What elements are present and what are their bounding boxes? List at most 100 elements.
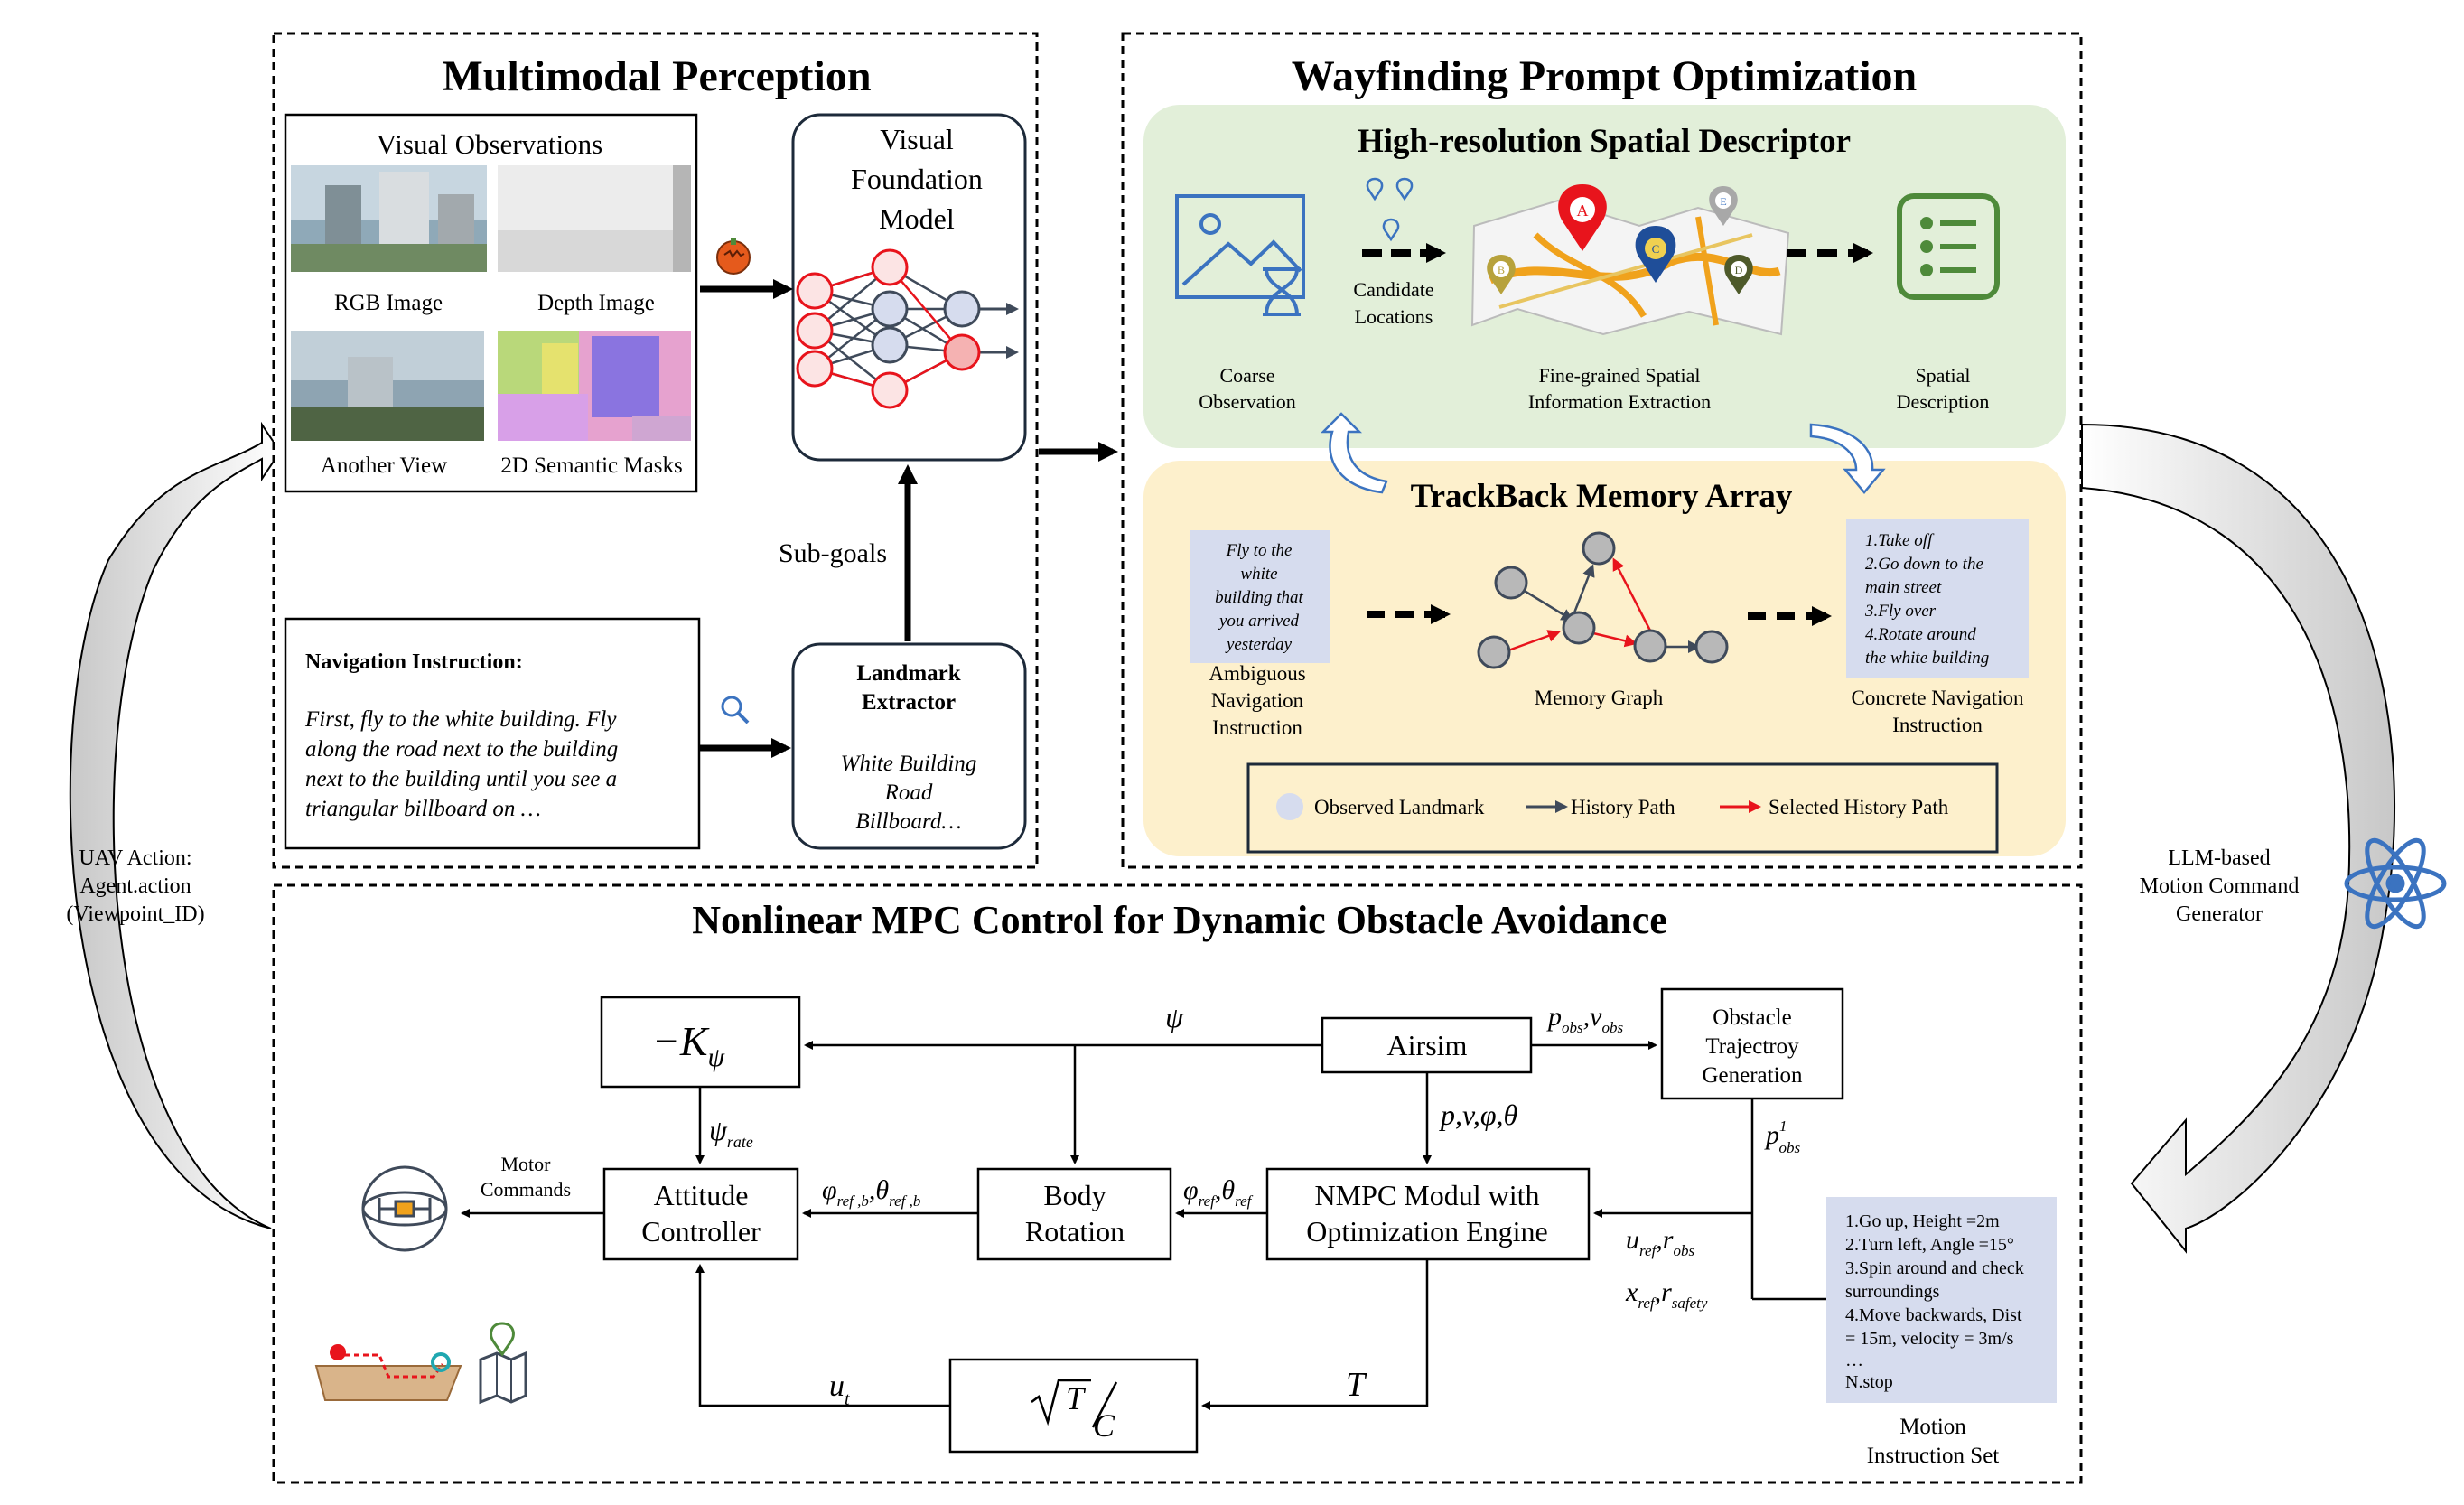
candidate-label-2: Locations bbox=[1355, 305, 1433, 328]
motion-set-label: Instruction Set bbox=[1867, 1444, 2000, 1468]
pumpkin-icon bbox=[716, 238, 751, 275]
rgb-label: RGB Image bbox=[334, 291, 443, 315]
motion-set-line: 1.Go up, Height =2m bbox=[1845, 1211, 2000, 1231]
motor-commands-label: Motor bbox=[501, 1153, 552, 1175]
route-map-icon bbox=[314, 1344, 462, 1401]
tbm-to-hrsd-curved-arrow bbox=[1320, 412, 1388, 494]
subgoals-label: Sub-goals bbox=[779, 538, 887, 568]
ambiguous-text-line: you arrived bbox=[1218, 612, 1300, 631]
motion-set-line: 3.Spin around and check bbox=[1845, 1258, 2024, 1278]
concrete-text-line: 4.Rotate around bbox=[1865, 625, 1976, 644]
wayfinding-title: Wayfinding Prompt Optimization bbox=[1292, 52, 1918, 100]
pin-a-label: A bbox=[1577, 201, 1589, 220]
legend-landmark-swatch bbox=[1276, 793, 1303, 820]
attitude-label: Attitude bbox=[654, 1179, 749, 1211]
legend-box bbox=[1246, 762, 1999, 854]
perception-title: Multimodal Perception bbox=[442, 52, 871, 100]
motion-set-label: Motion bbox=[1899, 1415, 1966, 1439]
llm-generator-label: Motion Command bbox=[2140, 874, 2300, 898]
spatial-description-icon bbox=[1897, 193, 2000, 300]
landmark-title-2: Extractor bbox=[862, 690, 956, 715]
obstacle-block bbox=[1660, 987, 1844, 1100]
atom-icon bbox=[2344, 837, 2447, 930]
motion-set-line: 4.Move backwards, Dist bbox=[1845, 1305, 2022, 1325]
neural-network-icon bbox=[796, 248, 1019, 409]
landmark-item: Road bbox=[884, 781, 933, 805]
sqrt-numerator: T bbox=[1066, 1380, 1087, 1416]
vfm-label-2: Foundation bbox=[851, 163, 983, 195]
landmark-title-1: Landmark bbox=[856, 661, 960, 686]
motion-set-line: 2.Turn left, Angle =15° bbox=[1845, 1235, 2014, 1255]
obstacle-label: Generation bbox=[1702, 1063, 1803, 1088]
legend-history-label: History Path bbox=[1571, 796, 1675, 818]
concrete-label: Instruction bbox=[1892, 714, 1983, 736]
sqrt-denominator: C bbox=[1093, 1407, 1115, 1444]
u-t-label: ut bbox=[829, 1369, 850, 1409]
tbm-panel bbox=[1143, 461, 2066, 856]
semantic-mask-image bbox=[498, 331, 691, 441]
another-view-label: Another View bbox=[321, 453, 447, 478]
coarse-label-1: Coarse bbox=[1219, 364, 1274, 387]
ambiguous-label: Navigation bbox=[1211, 689, 1304, 712]
legend-landmark-label: Observed Landmark bbox=[1314, 796, 1485, 818]
rgb-image bbox=[291, 165, 487, 272]
hrsd-title: High-resolution Spatial Descriptor bbox=[1358, 123, 1851, 160]
landmark-extractor-box bbox=[791, 642, 1027, 850]
body-rotation-block bbox=[976, 1167, 1172, 1261]
left-loop-arrow bbox=[69, 421, 282, 1229]
uav-action-label: Agent.action bbox=[79, 874, 191, 898]
llm-generator-label: Generator bbox=[2176, 902, 2263, 926]
legend-selected-label: Selected History Path bbox=[1769, 796, 1949, 818]
nav-instruction-line: First, fly to the white building. Fly bbox=[304, 707, 617, 732]
pin-c-label: C bbox=[1652, 242, 1660, 256]
concrete-text-line: 1.Take off bbox=[1865, 531, 1935, 550]
memory-graph-icon bbox=[1477, 531, 1729, 669]
concrete-label: Concrete Navigation bbox=[1852, 687, 2024, 709]
sqrt-block bbox=[948, 1358, 1199, 1454]
nmpc-label: NMPC Modul with bbox=[1315, 1179, 1540, 1211]
mpc-title: Nonlinear MPC Control for Dynamic Obstac… bbox=[692, 898, 1667, 942]
mpc-blocks bbox=[600, 987, 1844, 1454]
fine-label-2: Information Extraction bbox=[1528, 390, 1711, 413]
motion-set-line: N.stop bbox=[1845, 1372, 1893, 1392]
coarse-label-2: Observation bbox=[1199, 390, 1296, 413]
concrete-text-line: the white building bbox=[1865, 649, 1989, 668]
airsim-label: Airsim bbox=[1387, 1029, 1468, 1061]
pin-b-icon: B bbox=[1487, 255, 1516, 294]
ambiguous-text-line: white bbox=[1240, 565, 1277, 584]
nmpc-label: Optimization Engine bbox=[1306, 1215, 1548, 1248]
depth-image bbox=[498, 165, 691, 272]
ambiguous-text-line: yesterday bbox=[1225, 635, 1293, 654]
attitude-label: Controller bbox=[641, 1215, 761, 1248]
pin-c-icon: C bbox=[1635, 226, 1676, 283]
concrete-instruction-box bbox=[1846, 519, 2029, 678]
ambiguous-label: Ambiguous bbox=[1209, 662, 1305, 685]
u-ref-r-obs-label: uref,robs bbox=[1626, 1225, 1694, 1259]
body-rotation-label: Body bbox=[1043, 1179, 1106, 1211]
memory-graph-label: Memory Graph bbox=[1535, 687, 1664, 709]
nav-instruction-line: next to the building until you see a bbox=[305, 767, 617, 791]
x-ref-r-safety-label: xref,rsafety bbox=[1625, 1277, 1708, 1312]
ambiguous-instruction-box bbox=[1190, 530, 1330, 663]
spatial-label-1: Spatial bbox=[1915, 364, 1970, 387]
k-psi-label: −Kψ bbox=[652, 1018, 726, 1072]
depth-label: Depth Image bbox=[537, 291, 655, 315]
fine-grained-map-icon bbox=[1470, 199, 1790, 336]
vfm-box bbox=[791, 113, 1027, 462]
body-rotation-label: Rotation bbox=[1025, 1215, 1125, 1248]
nav-instruction-line: triangular billboard on … bbox=[305, 797, 541, 821]
attitude-block bbox=[602, 1167, 799, 1261]
pin-d-label: D bbox=[1735, 264, 1743, 276]
concrete-text-line: 2.Go down to the bbox=[1865, 555, 1983, 574]
right-loop-arrow bbox=[2081, 423, 2395, 1254]
psi-signal-label: ψ bbox=[1165, 1001, 1184, 1033]
pin-e-label: E bbox=[1720, 195, 1726, 208]
ref-b-label: φref ,b,θref ,b bbox=[822, 1175, 920, 1210]
airsim-block bbox=[1321, 1016, 1533, 1074]
candidate-pin-icons bbox=[1366, 177, 1414, 242]
pin-d-icon: D bbox=[1724, 255, 1753, 294]
k-psi-block bbox=[600, 996, 801, 1089]
motion-set-line: … bbox=[1845, 1351, 1863, 1370]
